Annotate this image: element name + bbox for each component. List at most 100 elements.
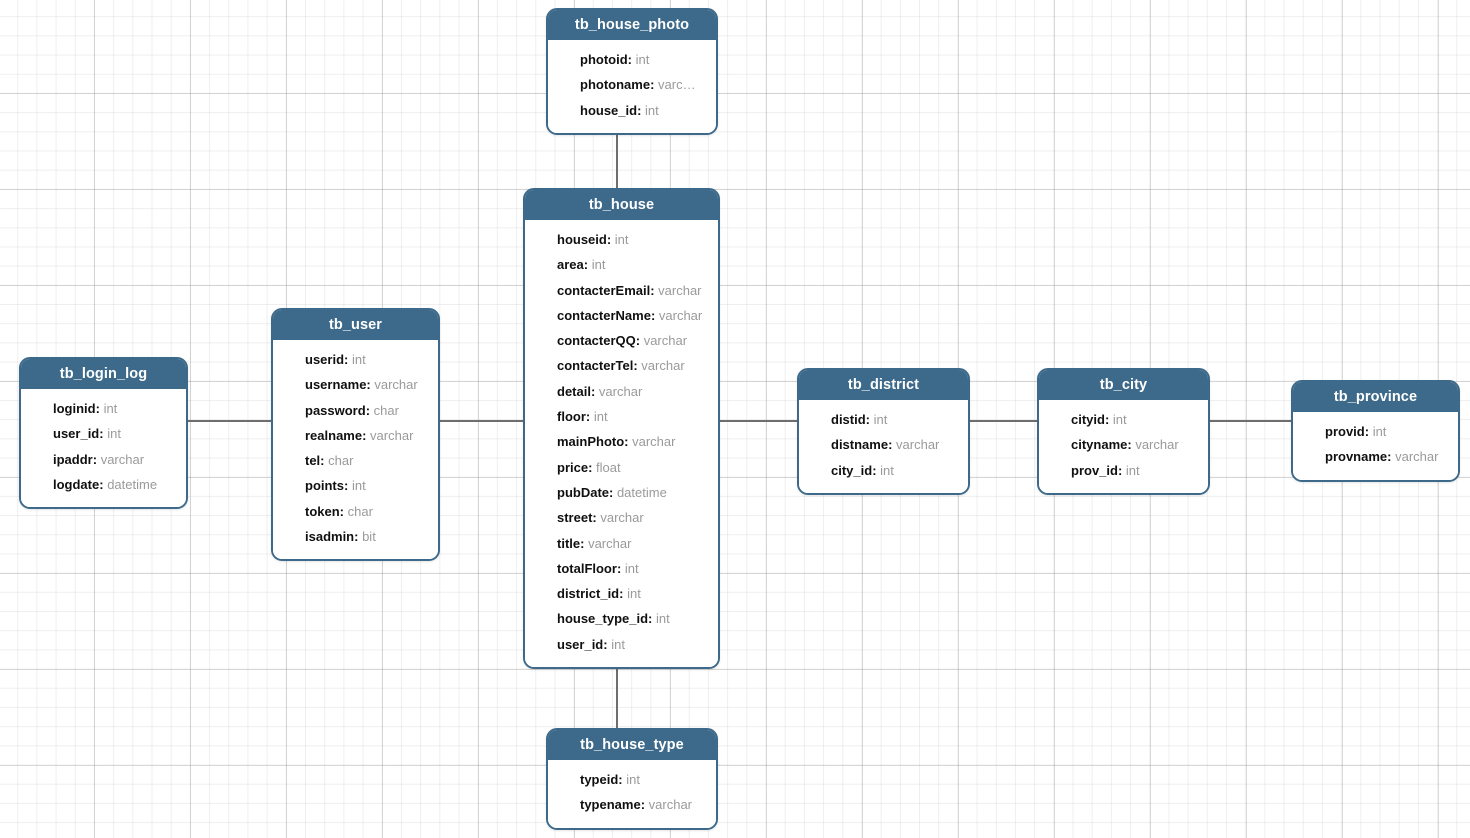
- field-name: totalFloor: [557, 560, 617, 576]
- table-title-tb_user[interactable]: tb_user: [273, 310, 438, 340]
- field-type: varchar: [598, 383, 643, 399]
- field-separator: :: [99, 426, 108, 442]
- field-type: int: [614, 232, 629, 247]
- field-type: int: [593, 409, 608, 425]
- field-separator: :: [588, 459, 597, 475]
- field-row[interactable]: user_id: int: [21, 421, 186, 446]
- field-row[interactable]: provid: int: [1293, 419, 1458, 444]
- field-row[interactable]: cityname: varchar: [1039, 432, 1208, 457]
- field-row[interactable]: pubDate: datetime: [525, 480, 718, 505]
- field-name: ipaddr: [53, 451, 93, 467]
- table-title-tb_house[interactable]: tb_house: [525, 190, 718, 220]
- field-name: cityid: [1071, 412, 1105, 427]
- table-title-tb_login_log[interactable]: tb_login_log: [21, 359, 186, 389]
- field-separator: :: [633, 358, 642, 374]
- field-separator: :: [95, 401, 104, 416]
- field-row[interactable]: typeid: int: [548, 767, 716, 792]
- field-row[interactable]: contacterName: varchar: [525, 303, 718, 328]
- field-row[interactable]: token: char: [273, 499, 438, 524]
- field-row[interactable]: loginid: int: [21, 396, 186, 421]
- field-row[interactable]: price: float: [525, 455, 718, 480]
- field-type: bit: [362, 529, 376, 545]
- field-row[interactable]: distname: varchar: [799, 432, 968, 457]
- field-separator: :: [650, 77, 659, 93]
- field-name: username: [305, 377, 367, 393]
- table-title-tb_province[interactable]: tb_province: [1293, 382, 1458, 412]
- field-type: int: [873, 412, 888, 427]
- field-row[interactable]: contacterTel: varchar: [525, 353, 718, 378]
- field-type: int: [351, 478, 366, 494]
- table-title-tb_house_photo[interactable]: tb_house_photo: [548, 10, 716, 40]
- field-row[interactable]: contacterEmail: varchar: [525, 278, 718, 303]
- field-separator: :: [590, 383, 599, 399]
- field-row[interactable]: userid: int: [273, 347, 438, 372]
- field-row[interactable]: totalFloor: int: [525, 556, 718, 581]
- field-row[interactable]: realname: varchar: [273, 423, 438, 448]
- field-row[interactable]: houseid: int: [525, 227, 718, 252]
- field-name: photoid: [580, 52, 628, 67]
- field-row[interactable]: district_id: int: [525, 581, 718, 606]
- field-row[interactable]: floor: int: [525, 404, 718, 429]
- field-separator: :: [344, 478, 352, 494]
- field-row[interactable]: username: varchar: [273, 372, 438, 397]
- table-title-tb_city[interactable]: tb_city: [1039, 370, 1208, 400]
- field-row[interactable]: logdate: datetime: [21, 472, 186, 497]
- field-row[interactable]: photoname: varc…: [548, 72, 716, 97]
- field-row[interactable]: isadmin: bit: [273, 524, 438, 549]
- field-row[interactable]: house_id: int: [548, 98, 716, 123]
- field-row[interactable]: ipaddr: varchar: [21, 447, 186, 472]
- field-row[interactable]: prov_id: int: [1039, 458, 1208, 483]
- field-row[interactable]: contacterQQ: varchar: [525, 328, 718, 353]
- field-separator: :: [339, 503, 348, 519]
- field-row[interactable]: mainPhoto: varchar: [525, 429, 718, 454]
- field-name: detail: [557, 383, 591, 399]
- field-type: int: [655, 611, 670, 627]
- field-separator: :: [99, 476, 108, 492]
- field-separator: :: [650, 282, 659, 298]
- field-row[interactable]: city_id: int: [799, 458, 968, 483]
- field-name: pubDate: [557, 484, 609, 500]
- field-separator: :: [606, 232, 615, 247]
- field-separator: :: [320, 453, 329, 469]
- field-row[interactable]: house_type_id: int: [525, 606, 718, 631]
- field-row[interactable]: password: char: [273, 398, 438, 423]
- field-type: varchar: [100, 451, 145, 467]
- field-type: char: [347, 503, 373, 519]
- field-separator: :: [365, 402, 374, 418]
- field-row[interactable]: photoid: int: [548, 47, 716, 72]
- field-row[interactable]: cityid: int: [1039, 407, 1208, 432]
- field-row[interactable]: tel: char: [273, 448, 438, 473]
- field-name: loginid: [53, 401, 96, 416]
- field-row[interactable]: distid: int: [799, 407, 968, 432]
- field-type: int: [591, 257, 606, 273]
- field-row[interactable]: street: varchar: [525, 505, 718, 530]
- field-name: houseid: [557, 232, 607, 247]
- field-row[interactable]: user_id: int: [525, 632, 718, 657]
- field-row[interactable]: points: int: [273, 473, 438, 498]
- field-type: varchar: [588, 535, 632, 551]
- field-type: varchar: [370, 427, 414, 443]
- field-name: street: [557, 510, 593, 526]
- field-separator: :: [1127, 437, 1136, 453]
- field-row[interactable]: title: varchar: [525, 531, 718, 556]
- table-title-tb_house_type[interactable]: tb_house_type: [548, 730, 716, 760]
- field-row[interactable]: detail: varchar: [525, 379, 718, 404]
- field-row[interactable]: provname: varchar: [1293, 444, 1458, 469]
- field-name: realname: [305, 427, 363, 443]
- field-row[interactable]: typename: varchar: [548, 792, 716, 817]
- field-name: typename: [580, 797, 641, 813]
- field-type: varchar: [374, 377, 418, 393]
- field-row[interactable]: area: int: [525, 252, 718, 277]
- table-title-tb_district[interactable]: tb_district: [799, 370, 968, 400]
- field-separator: :: [585, 409, 594, 425]
